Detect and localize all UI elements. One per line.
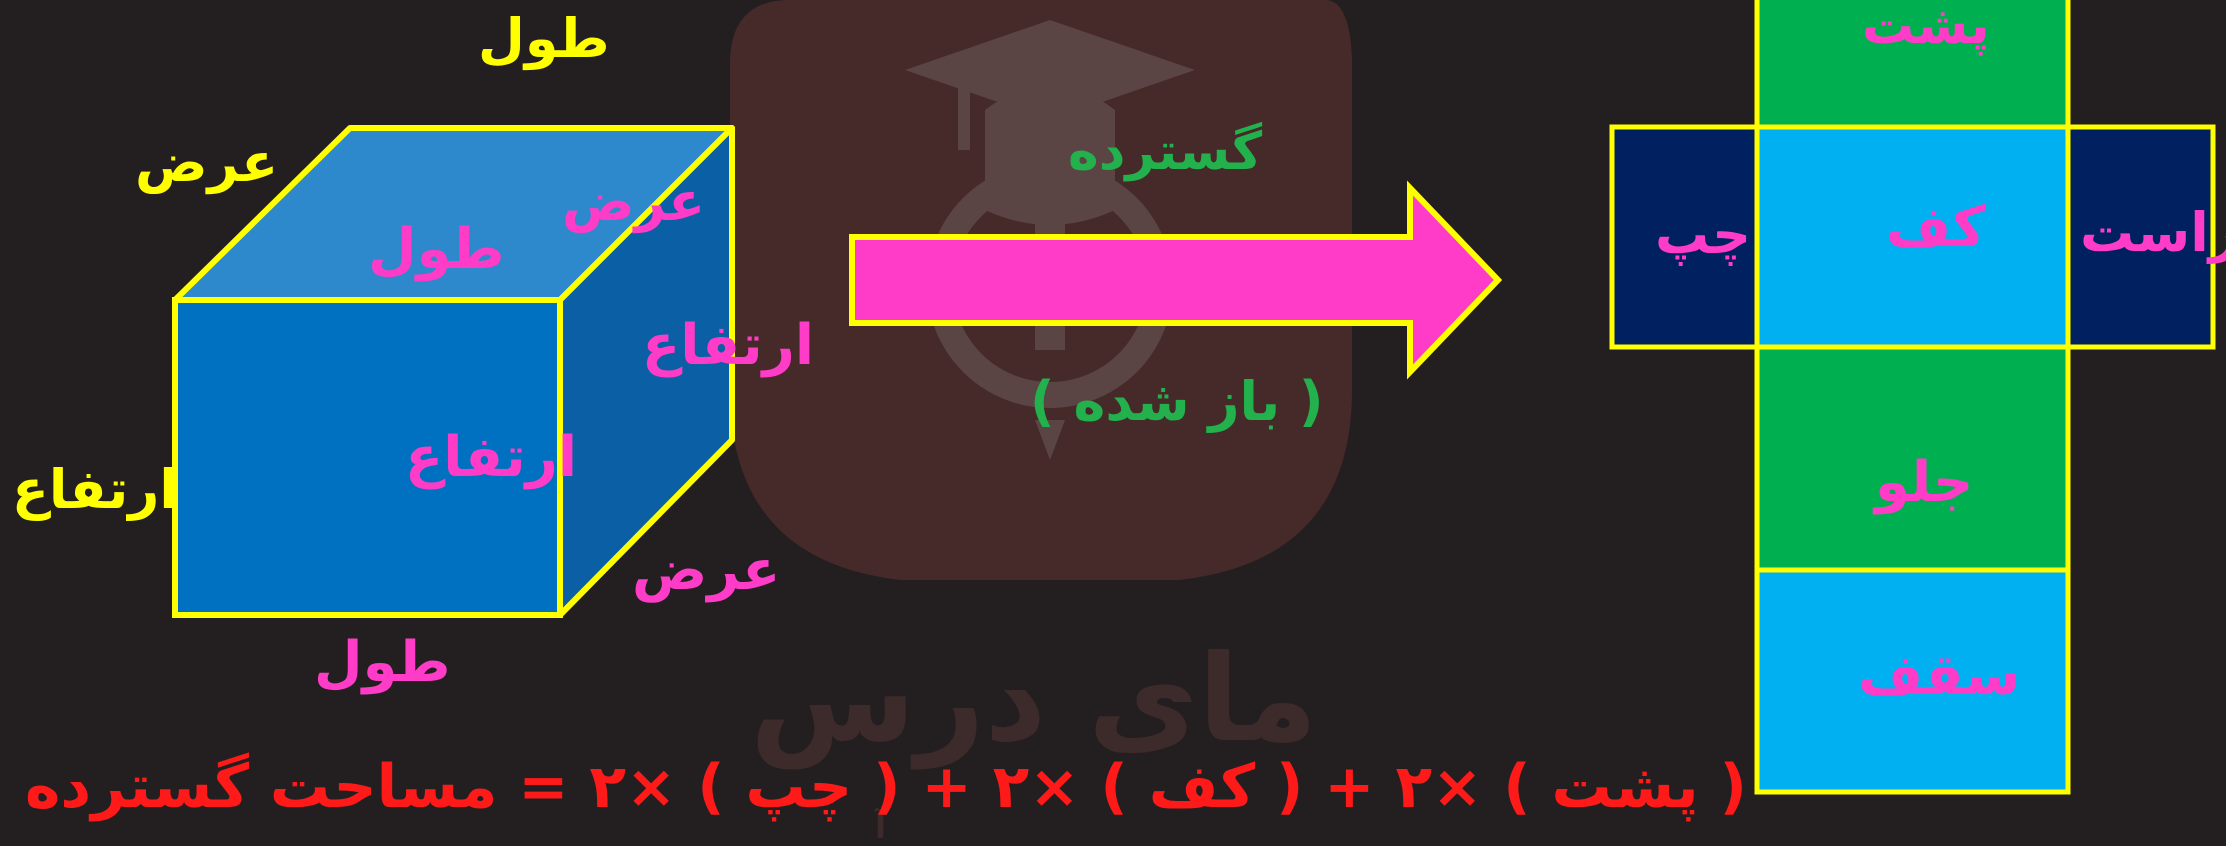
length-label-top-face: طول xyxy=(368,217,505,282)
net-label-back: پشت xyxy=(1862,0,1990,56)
net-label-front: جلو xyxy=(1875,450,1974,515)
net-face-right xyxy=(2065,124,2216,350)
length-label-top: طول xyxy=(478,7,610,70)
net-label-left: چپ xyxy=(1655,203,1752,266)
width-label-left: عرض xyxy=(135,131,279,194)
graduation-cap-icon xyxy=(905,20,1195,120)
arrow-right-icon xyxy=(849,180,1503,380)
net-area-formula: ( پشت ) ×۲ + ( کف ) ×۲ + ( چپ ) ×۲ = مسا… xyxy=(25,752,1747,822)
graduation-cap-tassel xyxy=(958,70,970,150)
net-face-back xyxy=(1754,0,2071,130)
net-face-top xyxy=(1754,567,2071,795)
height-label-side-face: ارتفاع xyxy=(642,313,815,378)
net-face-left xyxy=(1609,124,1760,350)
arrow-label-opened: ( باز شده ) xyxy=(1030,370,1324,433)
net-label-bottom: کف xyxy=(1886,195,1986,260)
watermark-tagline-fragment: آ xyxy=(875,808,886,846)
cuboid-front-face xyxy=(172,297,563,618)
height-label-front-face: ارتفاع xyxy=(405,425,578,490)
net-face-bottom xyxy=(1754,124,2071,350)
net-label-top: سقف xyxy=(1858,643,2021,708)
width-label-bottom-edge: عرض xyxy=(632,538,781,603)
net-label-right: راست xyxy=(2080,201,2226,264)
height-label-left: ارتفاع xyxy=(12,458,178,521)
net-face-front xyxy=(1754,344,2071,573)
watermark-pen-tip xyxy=(1035,420,1065,460)
watermark-brand-text: مای درس xyxy=(750,630,1318,769)
length-label-bottom-edge: طول xyxy=(314,630,451,695)
arrow-label-unfolded: گسترده xyxy=(1068,122,1263,182)
width-label-top-face: عرض xyxy=(562,170,706,233)
